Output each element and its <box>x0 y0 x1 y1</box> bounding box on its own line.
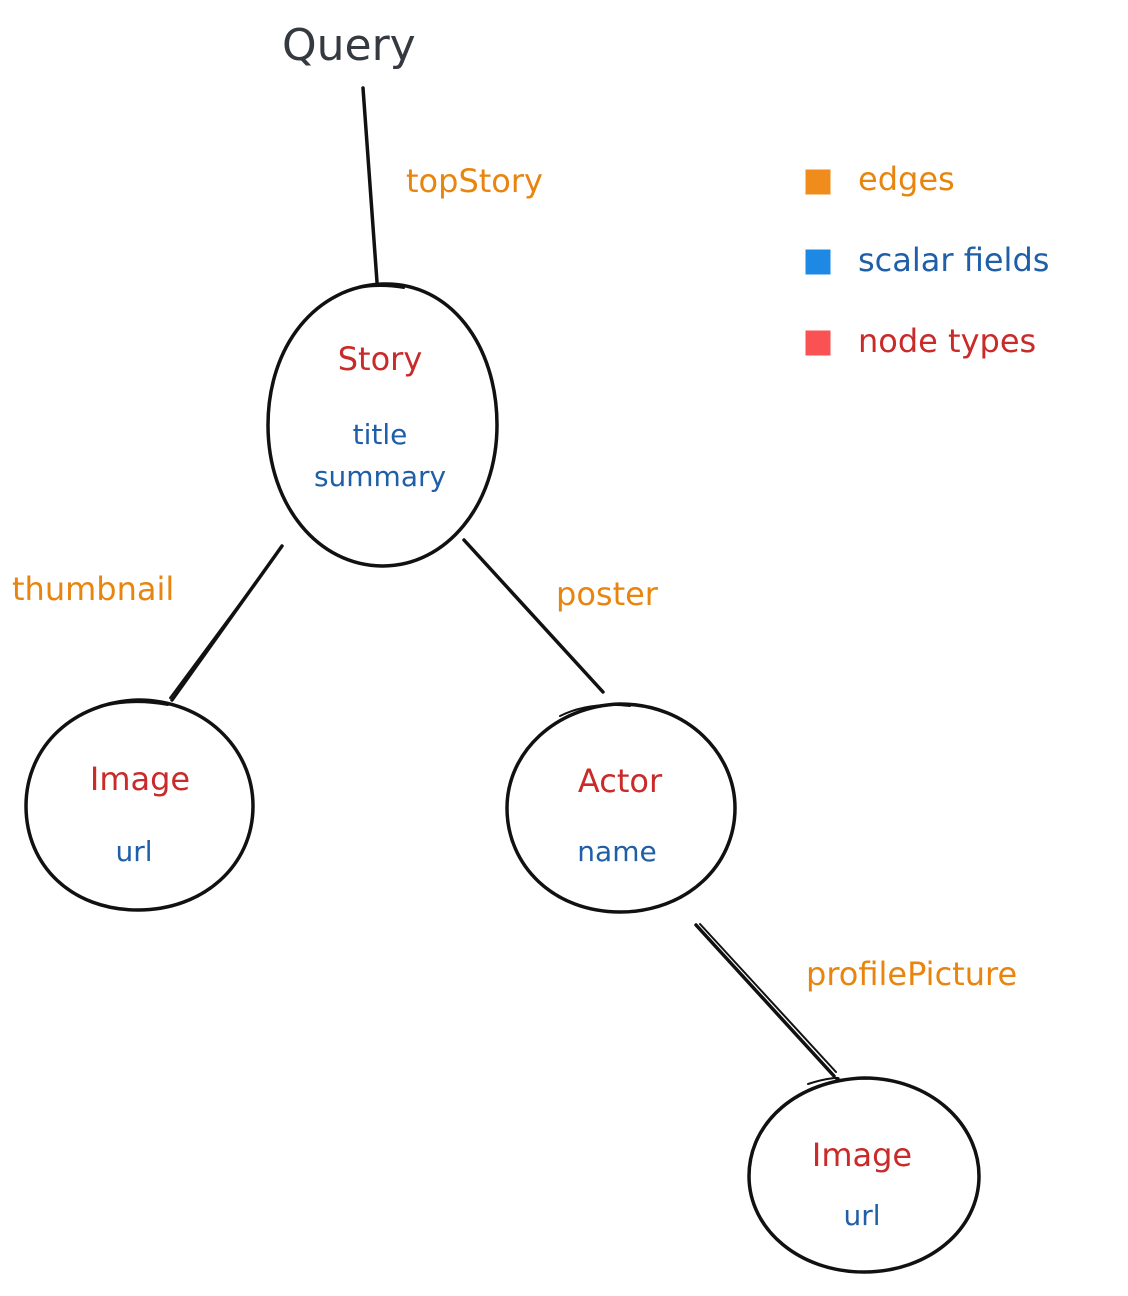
node-image-profile-circle <box>747 1076 981 1274</box>
legend: edges scalar fields node types <box>805 160 1049 360</box>
legend-label-edges: edges <box>858 160 955 198</box>
node-image-thumbnail-field-url: url <box>115 835 152 868</box>
node-story: Story title summary <box>266 282 499 568</box>
node-actor: Actor name <box>505 702 737 914</box>
edge-label-topstory: topStory <box>406 162 543 200</box>
node-story-field-title: title <box>353 418 408 451</box>
node-story-sketch-stroke <box>345 284 405 293</box>
node-image-profile: Image url <box>747 1076 981 1274</box>
edge-line-thumbnail-sketch <box>169 551 279 699</box>
edge-line-topstory <box>361 86 379 284</box>
node-image-profile-type: Image <box>812 1136 912 1174</box>
node-story-field-summary: summary <box>314 460 446 493</box>
legend-swatch-scalar-fields <box>805 249 831 275</box>
legend-swatch-edges <box>805 169 831 195</box>
legend-label-node-types: node types <box>858 322 1036 360</box>
node-actor-field-name: name <box>577 835 656 868</box>
edge-label-profilepicture: profilePicture <box>806 955 1017 993</box>
node-image-thumbnail-sketch-stroke <box>95 701 169 709</box>
legend-item-edges: edges <box>805 160 955 198</box>
node-actor-circle <box>505 702 737 914</box>
node-story-circle <box>266 282 499 568</box>
edge-label-thumbnail: thumbnail <box>12 570 174 608</box>
node-image-thumbnail: Image url <box>24 698 255 912</box>
edge-line-poster <box>462 538 605 694</box>
edge-label-poster: poster <box>556 575 659 613</box>
node-image-thumbnail-type: Image <box>90 760 190 798</box>
node-image-thumbnail-circle <box>24 698 255 912</box>
node-actor-type: Actor <box>578 762 663 800</box>
legend-swatch-node-types <box>805 330 831 356</box>
node-image-profile-field-url: url <box>843 1199 880 1232</box>
node-image-profile-sketch-stroke <box>807 1076 840 1085</box>
legend-label-scalar-fields: scalar fields <box>858 241 1049 279</box>
node-story-type: Story <box>338 340 423 378</box>
edge-line-profilepicture <box>694 923 836 1078</box>
legend-item-scalar-fields: scalar fields <box>805 241 1049 279</box>
legend-item-node-types: node types <box>805 322 1036 360</box>
root-query-label: Query <box>282 20 416 71</box>
edge-line-profilepicture-sketch <box>699 923 837 1073</box>
node-actor-sketch-stroke <box>559 703 631 717</box>
